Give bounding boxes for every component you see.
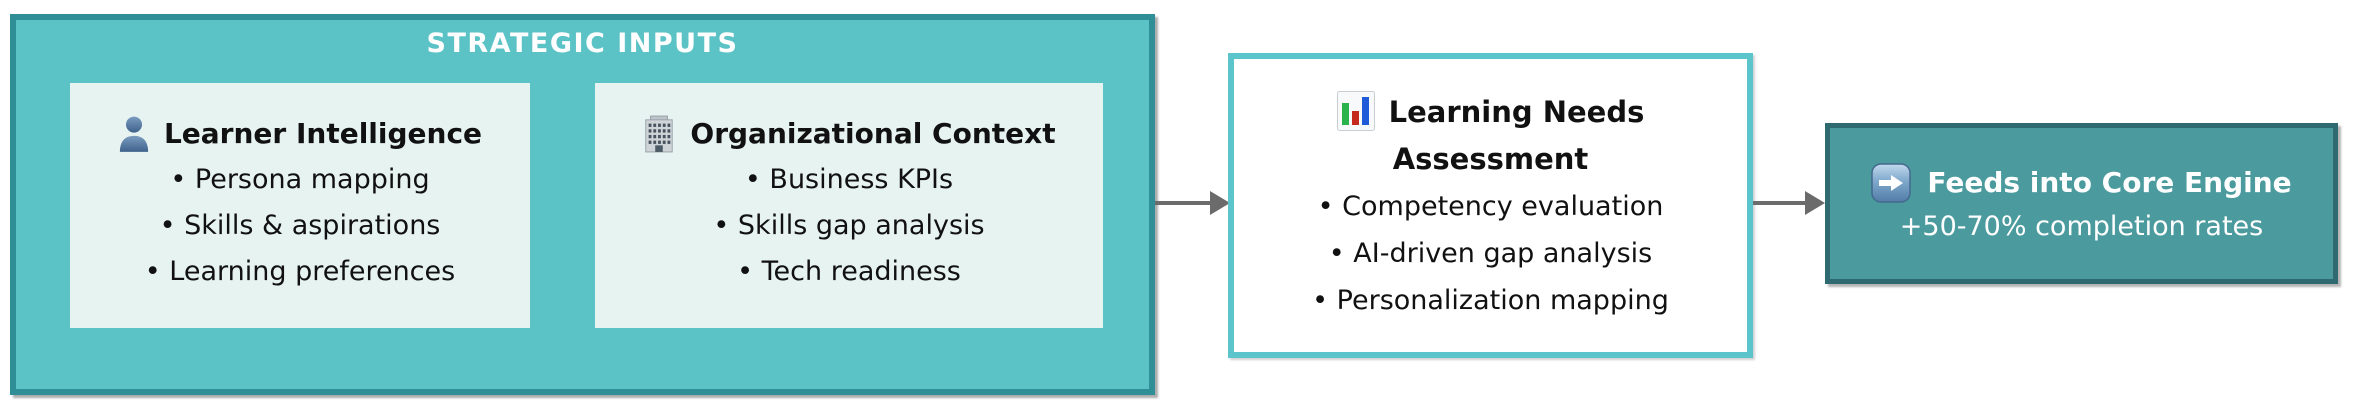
right-arrow-icon — [1871, 162, 1912, 203]
list-item: Learning preferences — [70, 249, 530, 295]
arrow-head-icon — [1805, 191, 1825, 215]
list-item: Competency evaluation — [1234, 183, 1747, 230]
card-title: Organizational Context — [690, 117, 1056, 150]
core-engine-result-box: Feeds into Core Engine +50-70% completio… — [1825, 123, 2338, 284]
result-title-row: Feeds into Core Engine — [1871, 160, 2292, 206]
assessment-title-row: Learning Needs Assessment — [1276, 89, 1706, 183]
list-item: Tech readiness — [595, 249, 1103, 295]
arrow-shaft — [1155, 201, 1210, 205]
list-item: Persona mapping — [70, 157, 530, 203]
result-title: Feeds into Core Engine — [1927, 165, 2292, 199]
group-title: STRATEGIC INPUTS — [426, 28, 739, 59]
list-item: Business KPIs — [595, 157, 1103, 203]
organizational-context-card: Organizational Context Business KPIs Ski… — [595, 83, 1103, 328]
arrow-head-icon — [1210, 191, 1230, 215]
connector-arrow-1 — [1155, 191, 1230, 215]
assessment-title: Learning Needs Assessment — [1388, 95, 1645, 176]
result-subtitle: +50-70% completion rates — [1899, 210, 2264, 242]
bar-chart-icon — [1336, 91, 1375, 131]
building-icon — [642, 113, 676, 155]
connector-arrow-2 — [1753, 191, 1825, 215]
list-item: Personalization mapping — [1234, 277, 1747, 324]
arrow-shaft — [1753, 201, 1805, 205]
card-title: Learner Intelligence — [163, 117, 483, 150]
card-title-row: Learner Intelligence — [70, 111, 530, 157]
card-title-row: Organizational Context — [595, 111, 1103, 157]
learner-intelligence-card: Learner Intelligence Persona mapping Ski… — [70, 83, 530, 328]
strategic-inputs-group: STRATEGIC INPUTS Learner Intelligen — [10, 14, 1155, 395]
person-icon — [118, 114, 150, 154]
list-item: AI-driven gap analysis — [1234, 230, 1747, 277]
learning-needs-assessment-box: Learning Needs Assessment Competency eva… — [1228, 53, 1753, 358]
list-item: Skills & aspirations — [70, 203, 530, 249]
list-item: Skills gap analysis — [595, 203, 1103, 249]
